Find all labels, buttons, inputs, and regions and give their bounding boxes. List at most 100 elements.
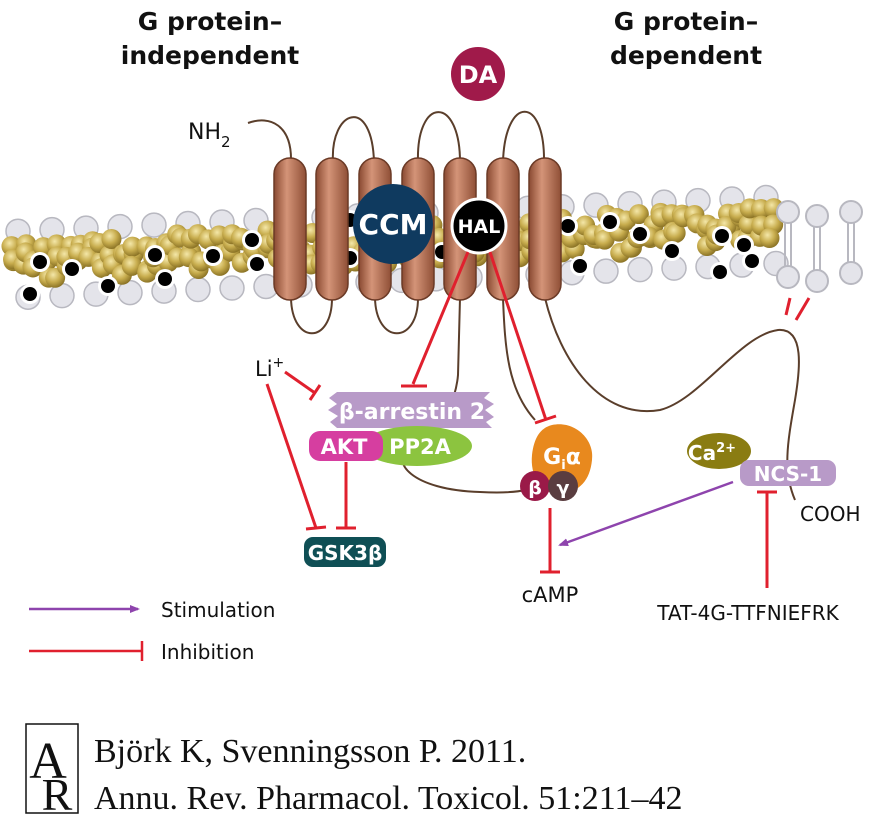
- svg-text:HAL: HAL: [458, 216, 501, 238]
- black-dot: [665, 244, 679, 258]
- citation: A R Björk K, Svenningsson P. 2011. Annu.…: [25, 723, 682, 820]
- cholesterol-bead: [628, 204, 649, 225]
- c-terminus-tail: [544, 297, 800, 501]
- black-dot: [101, 279, 115, 293]
- heading-right-line1: G protein–: [614, 7, 758, 36]
- transmembrane-helix-1: [273, 157, 307, 301]
- pp2a: PP2A: [362, 426, 472, 466]
- black-dot: [633, 227, 647, 241]
- cholesterol-bead: [122, 236, 143, 257]
- annual-reviews-logo: [25, 723, 79, 814]
- svg-text:GSK3β: GSK3β: [308, 541, 383, 565]
- inhibition-lines: [265, 251, 811, 588]
- intracellular-loop-2: [374, 297, 419, 335]
- transmembrane-helix-7: [528, 157, 562, 301]
- black-dot: [148, 248, 162, 262]
- akt-to-gsk3b-inhibition: [336, 462, 356, 530]
- n-terminus-label: NH2: [188, 120, 231, 151]
- g-gamma: γ: [548, 471, 578, 501]
- extracellular-loop-3: [502, 110, 546, 163]
- li-to-arrestin-inhibition: [284, 370, 322, 401]
- phospholipid-head: [627, 256, 653, 283]
- black-dot: [158, 272, 172, 286]
- svg-text:AKT: AKT: [321, 435, 369, 459]
- cholesterol-bead: [121, 255, 142, 276]
- legend: Stimulation Inhibition: [29, 598, 275, 664]
- li-to-gsk3b-inhibition: [265, 383, 327, 531]
- intracellular-loop-1: [290, 297, 333, 335]
- ncs-1: NCS-1: [740, 460, 836, 486]
- receptor-loops: [247, 110, 800, 501]
- cholesterol-bead: [101, 229, 122, 250]
- logo-r: R: [42, 769, 73, 820]
- svg-text:NCS-1: NCS-1: [754, 462, 822, 486]
- cholesterol-bead: [665, 222, 686, 243]
- logo-a: A: [29, 733, 67, 790]
- citation-line2: Annu. Rev. Pharmacol. Toxicol. 51:211–42: [94, 780, 682, 817]
- svg-text:PP2A: PP2A: [389, 435, 451, 459]
- black-dot: [745, 254, 759, 268]
- membrane-break-mark-2: [794, 297, 811, 321]
- phospholipid-head: [593, 258, 619, 284]
- free-phospholipids: [776, 200, 863, 293]
- peptide-to-ncs1-inhibition: [757, 490, 777, 588]
- legend-stimulation-label: Stimulation: [161, 598, 275, 622]
- black-dot: [603, 215, 617, 229]
- hal-ligand: HAL: [450, 197, 508, 255]
- legend-inhibition-label: Inhibition: [161, 640, 254, 664]
- black-dot: [573, 259, 587, 273]
- black-dot: [245, 233, 259, 247]
- camp-label: cAMP: [522, 583, 579, 607]
- calcium-ion: Ca2+: [687, 433, 751, 469]
- heading-right-line2: dependent: [610, 41, 762, 70]
- akt: AKT: [309, 431, 383, 461]
- phospholipid-head: [219, 275, 245, 301]
- legend-inhibition-symbol: [29, 641, 144, 661]
- phospholipid: [839, 200, 863, 285]
- cholesterol-bead: [759, 228, 780, 249]
- svg-text:γ: γ: [557, 477, 570, 499]
- black-dot: [737, 238, 751, 252]
- citation-line1: Björk K, Svenningsson P. 2011.: [94, 733, 526, 770]
- intracellular-loop-3b: [502, 297, 536, 421]
- black-dot: [250, 257, 264, 271]
- gi-alpha: Giα: [531, 424, 593, 494]
- svg-text:β-arrestin 2: β-arrestin 2: [339, 400, 485, 425]
- heading-left-line1: G protein–: [138, 7, 282, 36]
- lithium-label: Li+: [255, 355, 284, 381]
- hal-to-arrestin-inhibition: [401, 251, 470, 388]
- phospholipid-head: [141, 212, 167, 238]
- phospholipid-head: [185, 276, 211, 303]
- svg-text:DA: DA: [459, 61, 498, 89]
- svg-text:Giα: Giα: [543, 445, 581, 473]
- black-dot: [65, 262, 79, 276]
- gbg-to-camp-inhibition: [540, 508, 560, 574]
- svg-text:β: β: [528, 477, 542, 499]
- black-dot: [561, 219, 575, 233]
- black-dot: [33, 255, 47, 269]
- black-dot: [23, 287, 37, 301]
- ccm-ligand: CCM: [353, 184, 433, 264]
- extracellular-loop-2: [416, 111, 461, 163]
- c-terminus-label: COOH: [800, 502, 861, 526]
- svg-text:CCM: CCM: [359, 208, 428, 241]
- svg-text:Ca2+: Ca2+: [688, 441, 736, 465]
- transmembrane-helix-2: [315, 157, 349, 301]
- black-dot: [713, 265, 727, 279]
- black-dot: [715, 229, 729, 243]
- dopamine-ligand: DA: [451, 47, 505, 101]
- beta-arrestin-2: β-arrestin 2: [328, 392, 494, 428]
- phospholipid: [776, 200, 800, 289]
- heading-left-line2: independent: [121, 41, 300, 70]
- peptide-label: TAT-4G-TTFNIEFRK: [656, 601, 839, 625]
- membrane-break-mark-1: [784, 297, 792, 316]
- hal-to-gialpha-inhibition: [488, 251, 557, 425]
- extracellular-loop-1: [331, 116, 375, 163]
- gsk3b: GSK3β: [304, 537, 386, 567]
- ncs1-to-camp-stimulation: [558, 480, 734, 547]
- phospholipid: [805, 204, 829, 293]
- black-dot: [206, 249, 220, 263]
- n-terminus-tail: [247, 119, 293, 163]
- g-beta: β: [520, 471, 550, 501]
